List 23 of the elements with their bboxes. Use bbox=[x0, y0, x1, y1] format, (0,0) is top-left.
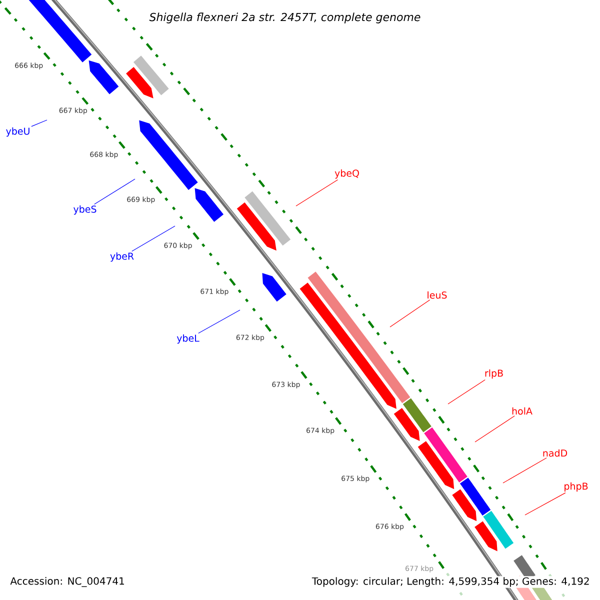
gene-label: nadD bbox=[543, 449, 568, 457]
leader-line bbox=[132, 226, 176, 252]
title: Shigella flexneri 2a str. 2457T, complete genome bbox=[149, 12, 420, 24]
leader-line bbox=[448, 380, 486, 404]
leader-line bbox=[296, 180, 338, 206]
gene-label: ybeL bbox=[176, 334, 200, 344]
gene-label: ybeR bbox=[110, 252, 134, 262]
gene-label: ybeS bbox=[74, 205, 96, 215]
leader-line bbox=[524, 492, 566, 516]
gene-label: phpB bbox=[564, 482, 588, 492]
gene-label: ybeU bbox=[6, 127, 30, 137]
gene-label: leuS bbox=[428, 291, 447, 299]
leader-line bbox=[31, 120, 48, 127]
gene-label: rlpB bbox=[485, 369, 503, 379]
leader-line bbox=[390, 300, 430, 328]
footer-text: Accession: NC_004741 bbox=[9, 576, 126, 588]
leader-line bbox=[94, 178, 136, 205]
gene-label: holA bbox=[512, 407, 532, 415]
footer-text: Topology: circular; Length: 4,599,354 bp; Genes: 4,192 bbox=[310, 576, 591, 588]
leader-line bbox=[502, 458, 547, 484]
gene-label: ybeQ bbox=[334, 169, 359, 179]
leader-line bbox=[198, 310, 240, 334]
leader-line bbox=[474, 416, 515, 442]
